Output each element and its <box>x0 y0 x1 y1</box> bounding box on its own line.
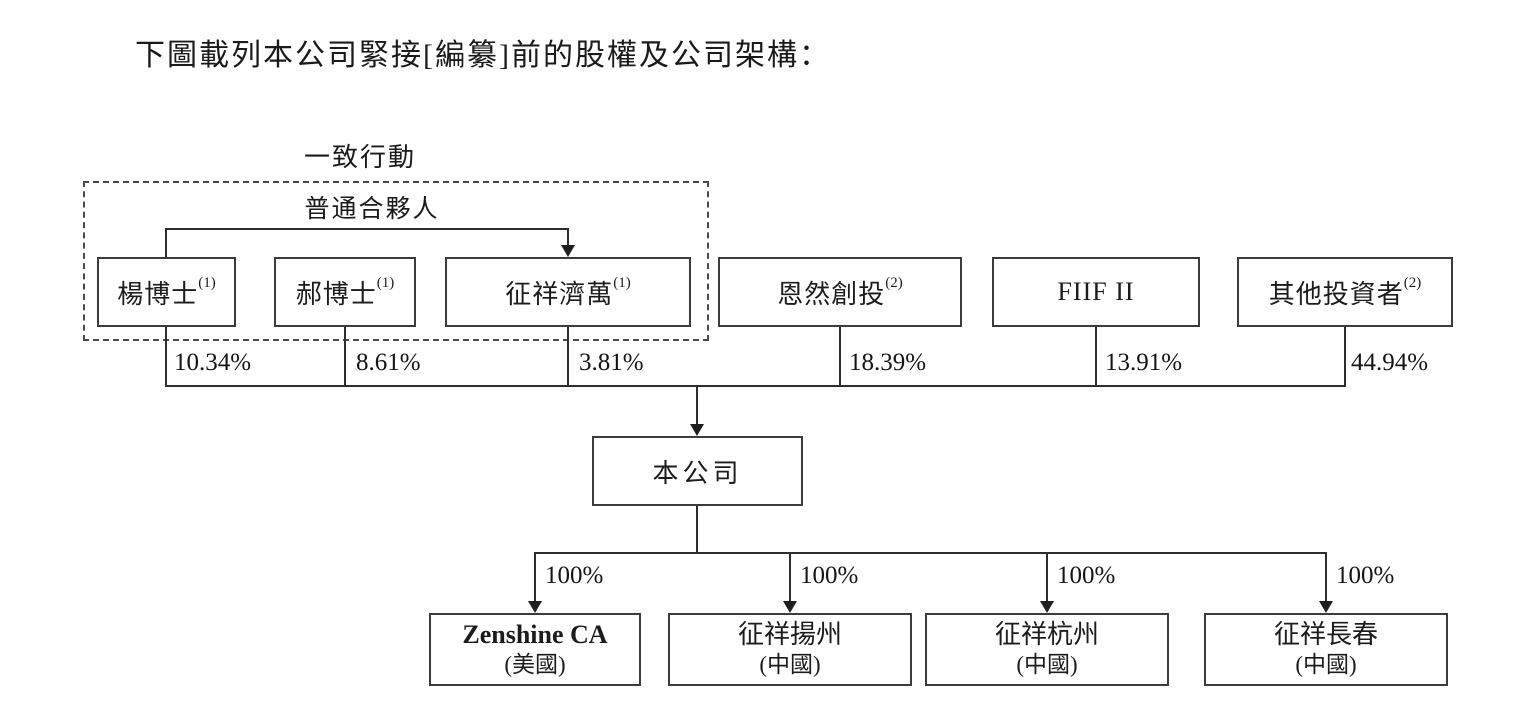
shareholder-stub-other <box>1344 327 1346 387</box>
shareholder-name: 郝博士 <box>295 279 377 309</box>
footnote-marker: (1) <box>198 274 216 291</box>
gp-connector-up <box>165 228 167 257</box>
shareholder-name: 其他投資者 <box>1268 279 1404 309</box>
pct-100-zenshine: 100% <box>545 562 604 589</box>
shareholder-bus-line <box>165 385 1346 387</box>
shareholder-stub-hao <box>344 327 346 387</box>
subsidiary-region: (中國) <box>1016 652 1078 678</box>
diagram-title: 下圖載列本公司緊接[編纂]前的股權及公司架構： <box>135 39 831 72</box>
subsidiary-arrowhead-yangzhou-icon <box>783 601 797 613</box>
pct-label-enran: 18.39% <box>849 349 927 376</box>
pct-label-hao: 8.61% <box>356 349 421 376</box>
company-arrowhead-icon <box>690 424 704 436</box>
subsidiary-stub-hangzhou <box>1046 552 1048 602</box>
subsidiary-box-yangzhou: 征祥揚州 (中國) <box>668 613 912 686</box>
pct-100-yangzhou: 100% <box>800 562 859 589</box>
footnote-marker: (2) <box>1403 274 1422 291</box>
general-partner-label: 普通合夥人 <box>304 196 440 223</box>
gp-connector-down <box>567 228 569 246</box>
company-connector <box>696 385 698 425</box>
subsidiary-arrowhead-changchun-icon <box>1319 601 1333 613</box>
subsidiary-stub-changchun <box>1325 552 1327 602</box>
shareholder-box-enran: 恩然創投(2) <box>718 257 962 327</box>
acting-in-concert-box <box>83 181 709 341</box>
subsidiary-name: 征祥長春 <box>1273 619 1378 649</box>
subsidiary-arrowhead-hangzhou-icon <box>1040 601 1054 613</box>
shareholder-name: 楊博士 <box>117 279 199 309</box>
subsidiary-name: Zenshine CA <box>462 619 608 649</box>
subsidiary-name: 征祥杭州 <box>994 619 1099 649</box>
shareholder-name: 恩然創投 <box>777 279 886 309</box>
shareholder-box-jiwan: 征祥濟萬(1) <box>445 257 691 327</box>
subsidiary-region: (美國) <box>504 652 566 678</box>
shareholder-box-dr-yang: 楊博士(1) <box>97 257 236 327</box>
subsidiary-box-zenshine-ca: Zenshine CA (美國) <box>429 613 641 686</box>
pct-label-yang: 10.34% <box>174 349 252 376</box>
company-name: 本公司 <box>652 458 743 488</box>
subsidiary-name: 征祥揚州 <box>737 619 842 649</box>
company-box: 本公司 <box>592 436 803 506</box>
shareholder-name: FIIF II <box>1057 277 1135 306</box>
subsidiary-box-hangzhou: 征祥杭州 (中國) <box>925 613 1169 686</box>
footnote-marker: (1) <box>613 274 631 291</box>
footnote-marker: (1) <box>376 274 395 291</box>
subsidiary-bus-line <box>534 552 1327 554</box>
shareholder-name: 征祥濟萬 <box>505 279 614 309</box>
shareholder-box-other-investors: 其他投資者(2) <box>1237 257 1453 327</box>
subsidiary-arrowhead-zenshine-icon <box>528 601 542 613</box>
shareholder-stub-yang <box>165 327 167 387</box>
pct-label-jiwan: 3.81% <box>579 349 644 376</box>
subsidiary-region: (中國) <box>759 652 821 678</box>
shareholder-stub-enran <box>839 327 841 387</box>
acting-in-concert-label: 一致行動 <box>303 143 416 172</box>
shareholder-box-dr-hao: 郝博士(1) <box>274 257 416 327</box>
pct-100-changchun: 100% <box>1336 562 1395 589</box>
gp-connector-across <box>165 228 569 230</box>
subsidiary-stub-zenshine <box>534 552 536 602</box>
shareholder-box-fiif-ii: FIIF II <box>992 257 1200 327</box>
pct-100-hangzhou: 100% <box>1057 562 1116 589</box>
pct-label-fiif-ii: 13.91% <box>1105 349 1183 376</box>
company-stub-down <box>696 506 698 554</box>
shareholder-stub-jiwan <box>567 327 569 387</box>
shareholder-stub-fiif-ii <box>1095 327 1097 387</box>
pct-label-other: 44.94% <box>1351 349 1429 376</box>
gp-arrowhead-icon <box>561 245 575 257</box>
subsidiary-box-changchun: 征祥長春 (中國) <box>1204 613 1448 686</box>
subsidiary-region: (中國) <box>1295 652 1357 678</box>
footnote-marker: (2) <box>885 274 903 291</box>
subsidiary-stub-yangzhou <box>789 552 791 602</box>
